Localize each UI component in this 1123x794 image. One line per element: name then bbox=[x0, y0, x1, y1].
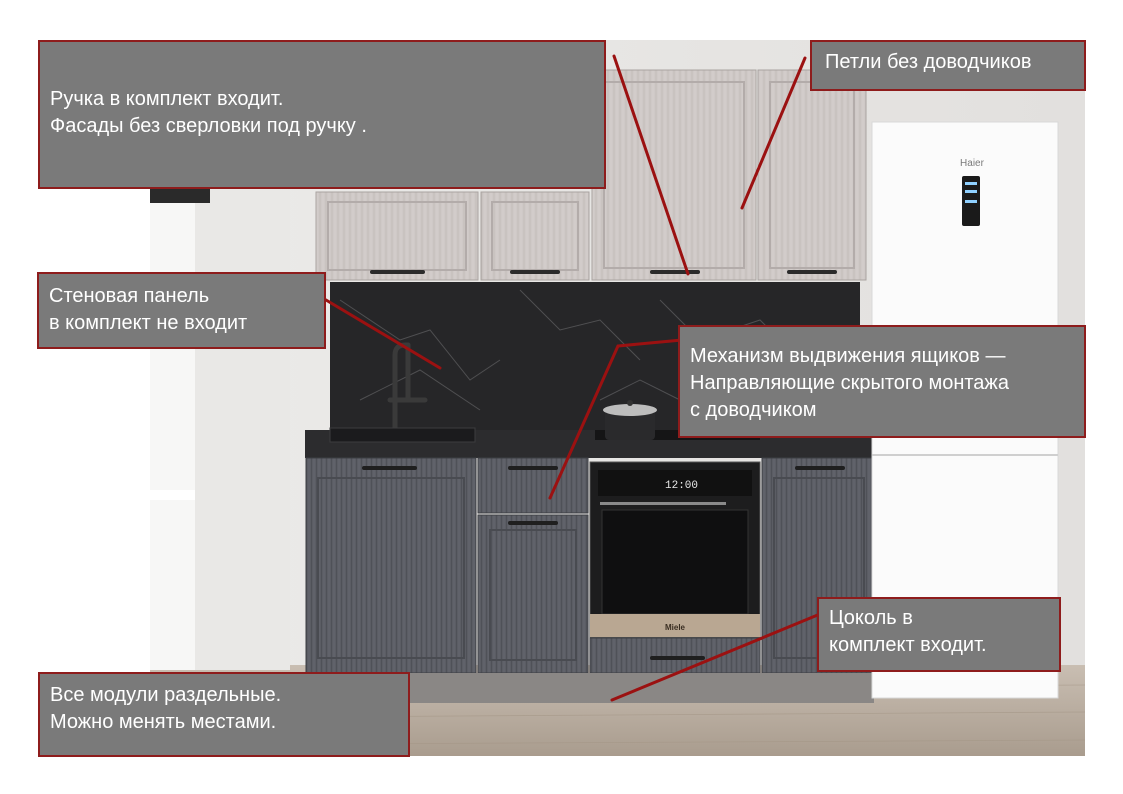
callout-plinth-line-1: Цоколь в bbox=[829, 607, 913, 629]
callout-wall-panel-line-1: Стеновая панель bbox=[49, 285, 210, 307]
callout-plinth-line-2: комплект входит. bbox=[829, 634, 987, 656]
callout-handle-line-2: Фасады без сверловки под ручку . bbox=[50, 115, 367, 137]
sink bbox=[329, 427, 476, 443]
fridge-brand: Haier bbox=[960, 158, 985, 169]
window-opening bbox=[150, 195, 195, 670]
callout-modules: Все модули раздельные. Можно менять мест… bbox=[38, 672, 410, 757]
callout-wall-panel: Стеновая панель в комплект не входит bbox=[37, 272, 326, 349]
pot bbox=[603, 400, 657, 440]
callout-modules-line-2: Можно менять местами. bbox=[50, 711, 277, 733]
callout-wall-panel-line-2: в комплект не входит bbox=[49, 312, 248, 334]
oven-brand: Miele bbox=[665, 623, 686, 632]
callout-hinges: Петли без доводчиков bbox=[810, 40, 1086, 91]
callout-drawer-mechanism-line-1: Механизм выдвижения ящиков — bbox=[690, 345, 1006, 367]
callout-handle: Ручка в комплект входит. Фасады без свер… bbox=[38, 40, 606, 189]
callout-hinges-line-1: Петли без доводчиков bbox=[825, 51, 1032, 73]
callout-drawer-mechanism-line-2: Направляющие скрытого монтажа bbox=[690, 372, 1009, 394]
callout-drawer-mechanism: Механизм выдвижения ящиков — Направляющи… bbox=[678, 325, 1086, 438]
callout-modules-line-1: Все модули раздельные. bbox=[50, 684, 282, 706]
wall-column bbox=[195, 190, 290, 670]
callout-plinth: Цоколь в комплект входит. bbox=[817, 597, 1061, 672]
callout-handle-line-1: Ручка в комплект входит. bbox=[50, 88, 284, 110]
oven-display: 12:00 bbox=[665, 480, 698, 492]
window-sill bbox=[150, 490, 195, 500]
cooktop bbox=[595, 430, 760, 440]
callout-drawer-mechanism-line-3: с доводчиком bbox=[690, 399, 817, 421]
